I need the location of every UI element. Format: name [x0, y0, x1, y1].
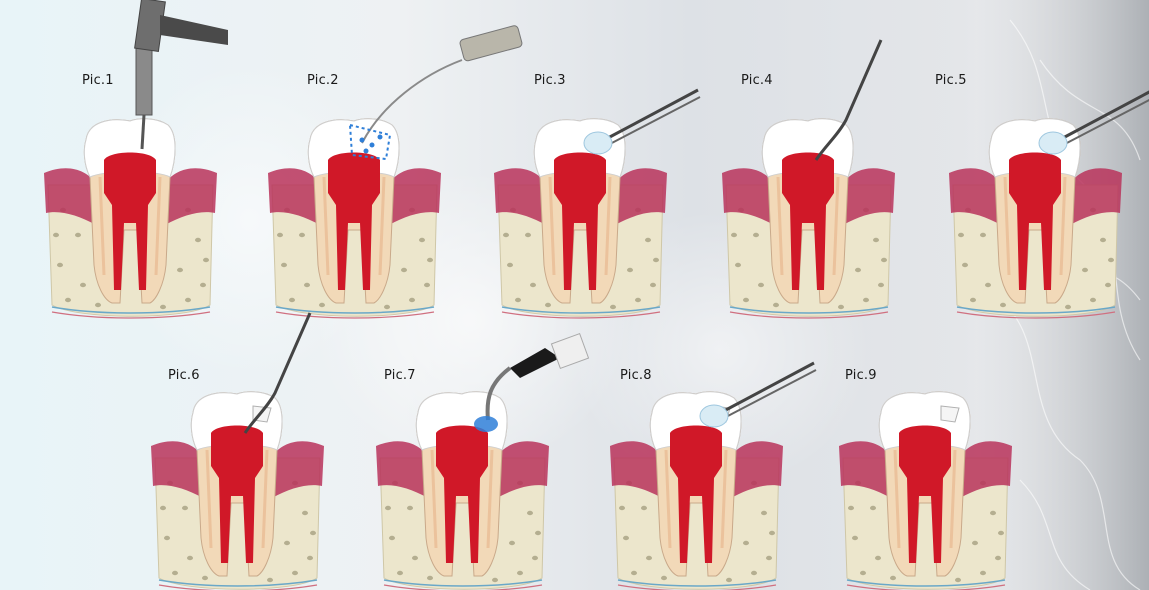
panel-label: Pic.2	[307, 73, 339, 88]
panel-label: Pic.3	[534, 73, 566, 88]
panel-label: Pic.6	[168, 368, 200, 383]
tooth-diagram-8	[604, 268, 789, 590]
panel-label: Pic.8	[620, 368, 652, 383]
panel-label: Pic.4	[741, 73, 773, 88]
panel-label: Pic.7	[384, 368, 416, 383]
tooth-diagram-9	[833, 268, 1018, 590]
tooth-diagram-7	[370, 268, 555, 590]
panel-label: Pic.1	[82, 73, 114, 88]
panel-label: Pic.9	[845, 368, 877, 383]
tooth-diagram-6	[145, 268, 330, 590]
panel-label: Pic.5	[935, 73, 967, 88]
